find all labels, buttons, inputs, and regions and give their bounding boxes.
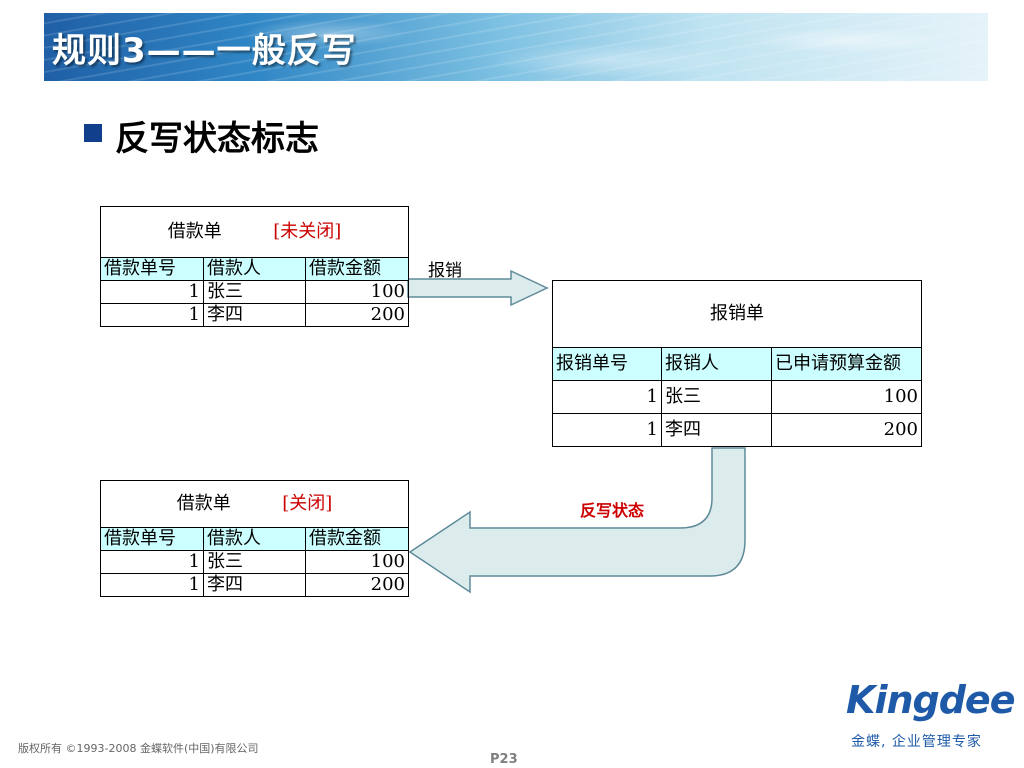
column-header: 借款单号 [100, 257, 204, 281]
title-banner: 规则3——一般反写 [44, 13, 988, 81]
cell-loan-no: 1 [100, 303, 204, 327]
loan-table-closed-title-cell: 借款单 [关闭] [100, 480, 409, 528]
loan-table-closed-status: [关闭] [282, 493, 333, 514]
reimburse-label: 报销 [428, 261, 462, 281]
cell-loan-no: 1 [100, 280, 204, 304]
slide-title: 规则3——一般反写 [52, 31, 357, 71]
loan-table-closed: 借款单 [关闭] 借款单号 借款人 借款金额 1 张三 100 1 李四 200 [100, 480, 409, 597]
cell-claimant: 张三 [661, 380, 772, 414]
table-row: 1 张三 100 [552, 380, 922, 414]
expense-table-title: 报销单 [552, 280, 922, 348]
column-header: 借款人 [203, 527, 306, 551]
banner-wave-background [44, 13, 988, 81]
loan-table-open-status: [未关闭] [273, 221, 342, 242]
loan-table-open: 借款单 [未关闭] 借款单号 借款人 借款金额 1 张三 100 1 李四 20… [100, 206, 409, 327]
cell-amount: 200 [305, 573, 409, 597]
reimburse-arrow [407, 269, 549, 307]
cell-amount: 100 [305, 550, 409, 574]
writeback-status-label: 反写状态 [580, 501, 645, 520]
table-row: 1 张三 100 [100, 280, 409, 304]
writeback-arrow [408, 447, 746, 594]
expense-table: 报销单 报销单号 报销人 已申请预算金额 1 张三 100 1 李四 200 [552, 280, 922, 447]
cell-budget-amount: 100 [771, 380, 922, 414]
loan-table-closed-title: 借款单 [176, 493, 231, 514]
cell-borrower: 张三 [203, 550, 306, 574]
loan-table-open-title: 借款单 [167, 221, 222, 242]
cell-borrower: 李四 [203, 573, 306, 597]
page-number: P23 [490, 752, 518, 767]
cell-budget-amount: 200 [771, 413, 922, 447]
cell-expense-no: 1 [552, 380, 662, 414]
column-header: 借款金额 [305, 257, 409, 281]
column-header: 已申请预算金额 [771, 347, 922, 381]
cell-amount: 100 [305, 280, 409, 304]
loan-table-open-title-cell: 借款单 [未关闭] [100, 206, 409, 258]
bullet-heading: 反写状态标志 [115, 119, 319, 159]
column-header: 借款人 [203, 257, 306, 281]
footer-copyright: 版权所有 ©1993-2008 金蝶软件(中国)有限公司 [18, 742, 259, 755]
table-row: 1 李四 200 [100, 573, 409, 597]
bullet-square-icon [84, 124, 102, 142]
column-header: 报销人 [661, 347, 772, 381]
table-row: 1 张三 100 [100, 550, 409, 574]
cell-claimant: 李四 [661, 413, 772, 447]
cell-loan-no: 1 [100, 550, 204, 574]
logo-slogan: 金蝶, 企业管理专家 [851, 734, 982, 750]
table-row: 1 李四 200 [100, 303, 409, 327]
cell-borrower: 张三 [203, 280, 306, 304]
cell-loan-no: 1 [100, 573, 204, 597]
cell-borrower: 李四 [203, 303, 306, 327]
column-header: 报销单号 [552, 347, 662, 381]
cell-amount: 200 [305, 303, 409, 327]
cell-expense-no: 1 [552, 413, 662, 447]
table-row: 1 李四 200 [552, 413, 922, 447]
column-header: 借款单号 [100, 527, 204, 551]
column-header: 借款金额 [305, 527, 409, 551]
kingdee-logo: Kingdee [846, 678, 1015, 722]
